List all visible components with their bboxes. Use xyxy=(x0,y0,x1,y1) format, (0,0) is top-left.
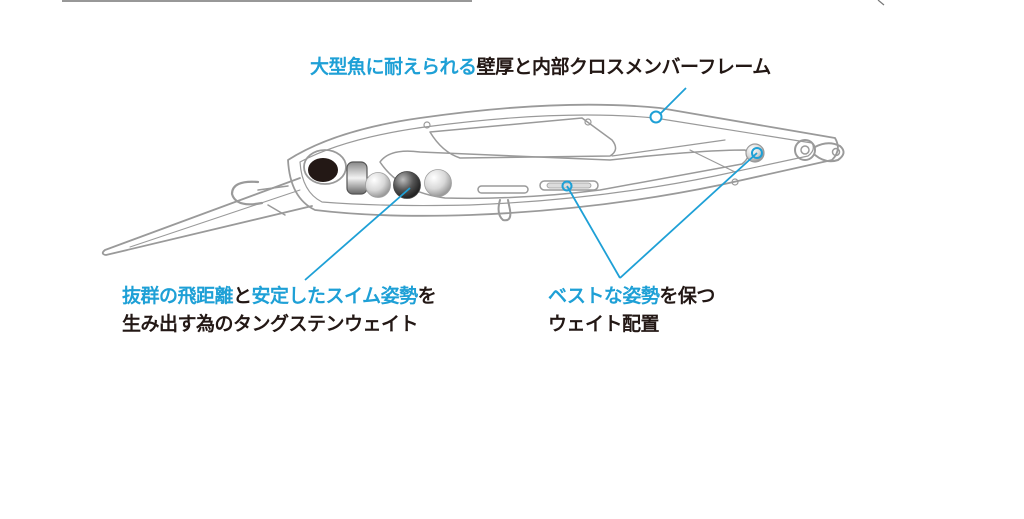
callout-marker-rear-weight xyxy=(751,147,763,159)
frame-hole xyxy=(423,121,431,129)
line-tie-shank xyxy=(257,185,289,191)
lip-ridge xyxy=(129,189,301,248)
callout-frame: 大型魚に耐えられる壁厚と内部クロスメンバーフレーム xyxy=(310,54,771,81)
callout-marker-frame xyxy=(649,110,663,124)
tungsten-barrel xyxy=(346,161,368,195)
callout-frame-text: 壁厚と内部クロスメンバーフレーム xyxy=(476,56,772,78)
eye-socket xyxy=(303,149,347,185)
frame-strut xyxy=(611,139,726,157)
callout-tungsten-text-b: を xyxy=(417,285,437,307)
belly-hook-hanger xyxy=(497,199,512,222)
frame-hole xyxy=(584,118,592,126)
lip-edge xyxy=(267,204,286,216)
weight-ball xyxy=(365,172,391,198)
callout-line-tungsten xyxy=(304,187,411,281)
frame-hole xyxy=(731,178,739,186)
tungsten-ball xyxy=(393,171,421,199)
eye-pupil xyxy=(308,158,338,182)
body-outline xyxy=(287,103,839,217)
top-mark xyxy=(877,0,885,6)
callout-tungsten-line1: 抜群の飛距離と安定したスイム姿勢を xyxy=(122,283,437,310)
weight-ball xyxy=(424,169,452,197)
callout-line-slot xyxy=(566,185,621,279)
callout-line-frame xyxy=(657,87,687,117)
tail-eye xyxy=(814,142,845,163)
callout-tungsten-highlight-b: 安定したスイム姿勢 xyxy=(251,285,419,307)
callout-frame-highlight: 大型魚に耐えられる xyxy=(310,56,477,78)
callout-tungsten-text-a: と xyxy=(233,285,252,307)
callout-line-rear-weight xyxy=(619,152,758,279)
tail-eye-hole xyxy=(831,147,841,157)
callout-tungsten-highlight-a: 抜群の飛距離 xyxy=(122,285,234,307)
lip xyxy=(101,177,313,256)
callout-weight-line1: ベストな姿勢を保つ xyxy=(548,283,715,310)
line-tie xyxy=(230,180,264,206)
belly-slot xyxy=(477,185,529,194)
tail-ring xyxy=(794,139,816,161)
callout-weight-text: を保つ xyxy=(659,285,715,307)
upper-frame xyxy=(429,117,617,159)
callout-marker-slot xyxy=(561,180,573,192)
callout-weight-highlight: ベストな姿勢 xyxy=(548,285,660,307)
frame-strut-rear xyxy=(689,149,736,173)
callout-weight-line2: ウェイト配置 xyxy=(548,313,660,335)
weight-slot-inner xyxy=(546,182,592,189)
tail-ring-inner xyxy=(800,145,810,155)
callout-tungsten-line2: 生み出す為のタングステンウェイト xyxy=(122,313,419,335)
